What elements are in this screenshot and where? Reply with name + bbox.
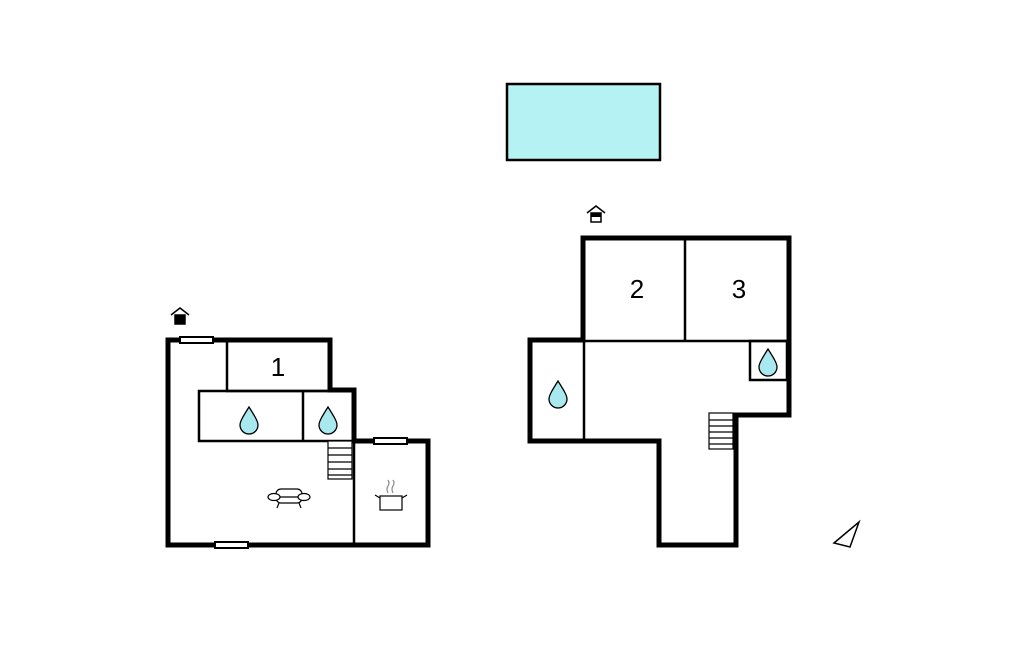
ground-floor-plan: 1 — [165, 307, 431, 549]
window — [214, 541, 249, 549]
water-drop-icon — [318, 406, 338, 435]
entrance-icon-fill — [175, 315, 185, 324]
water-drop-icon — [239, 406, 259, 435]
water-drop-icon — [548, 380, 568, 409]
stairs-icon — [327, 440, 353, 480]
room-1-label: 1 — [271, 352, 285, 382]
outer-wall — [527, 235, 792, 548]
compass-north-icon — [832, 519, 861, 548]
svg-text:3: 3 — [732, 274, 746, 304]
stairs-icon — [708, 412, 734, 450]
window — [179, 336, 214, 344]
bathroom — [748, 339, 789, 382]
cooking-pot-icon — [374, 479, 408, 511]
pool — [505, 82, 662, 162]
first-floor-plan: 2 3 — [527, 205, 792, 548]
svg-text:2: 2 — [630, 274, 644, 304]
svg-text:1: 1 — [271, 352, 285, 382]
window — [373, 437, 408, 445]
room-2-label: 2 — [630, 274, 644, 304]
bathroom — [197, 389, 356, 443]
room-3-label: 3 — [732, 274, 746, 304]
water-drop-icon — [758, 348, 778, 377]
entrance-icon-fill — [591, 213, 601, 217]
sofa-icon — [267, 488, 311, 509]
